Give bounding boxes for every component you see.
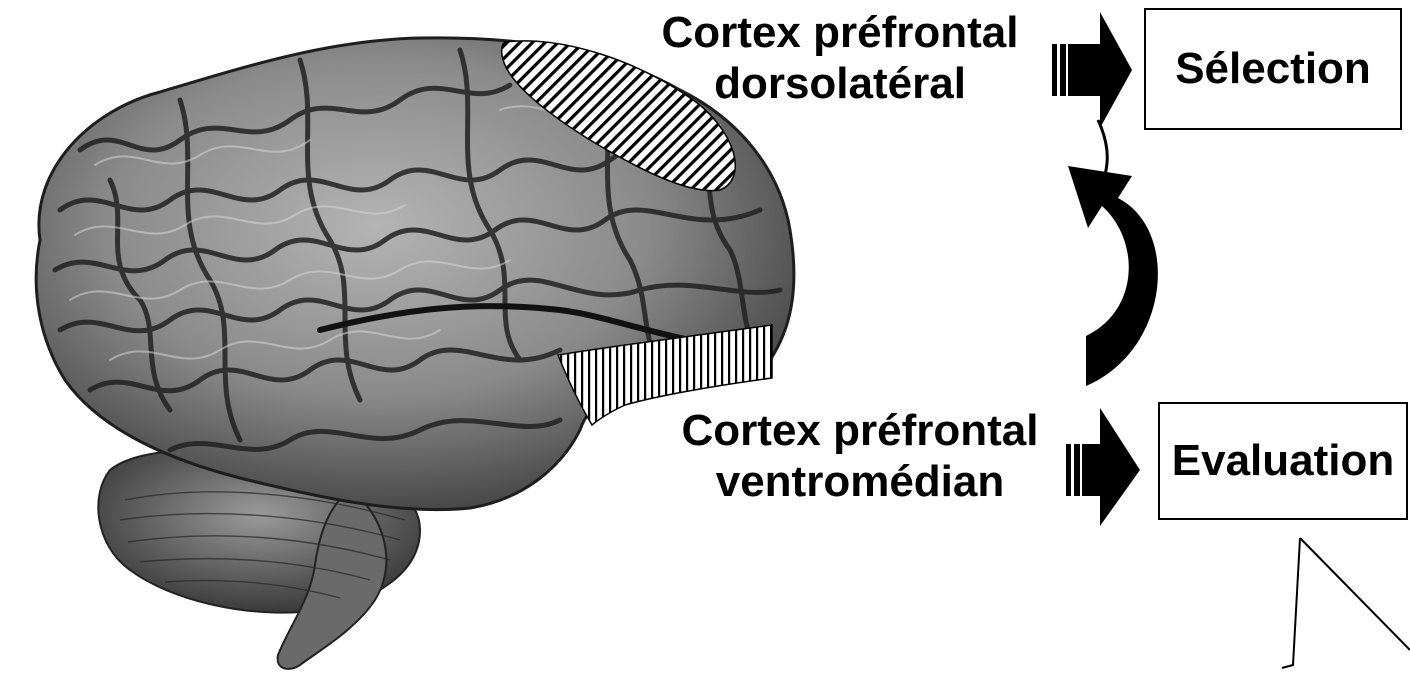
vmpfc-label-line1: Cortex préfrontal: [650, 406, 1070, 457]
evaluation-box: Evaluation: [1158, 402, 1408, 520]
dlpfc-label: Cortex préfrontal dorsolatéral: [620, 8, 1060, 109]
dlpfc-to-selection-arrow: [1052, 12, 1132, 128]
evaluation-box-label: Evaluation: [1172, 436, 1395, 486]
decorative-peak-line: [1282, 538, 1410, 668]
vmpfc-to-evaluation-arrow: [1066, 408, 1140, 526]
selection-box: Sélection: [1144, 8, 1402, 130]
vmpfc-label-line2: ventromédian: [650, 457, 1070, 508]
vmpfc-label: Cortex préfrontal ventromédian: [650, 406, 1070, 507]
selection-box-label: Sélection: [1175, 44, 1371, 94]
dlpfc-label-line1: Cortex préfrontal: [620, 8, 1060, 59]
dlpfc-label-line2: dorsolatéral: [620, 59, 1060, 110]
feedback-curved-arrow: [1068, 120, 1158, 386]
